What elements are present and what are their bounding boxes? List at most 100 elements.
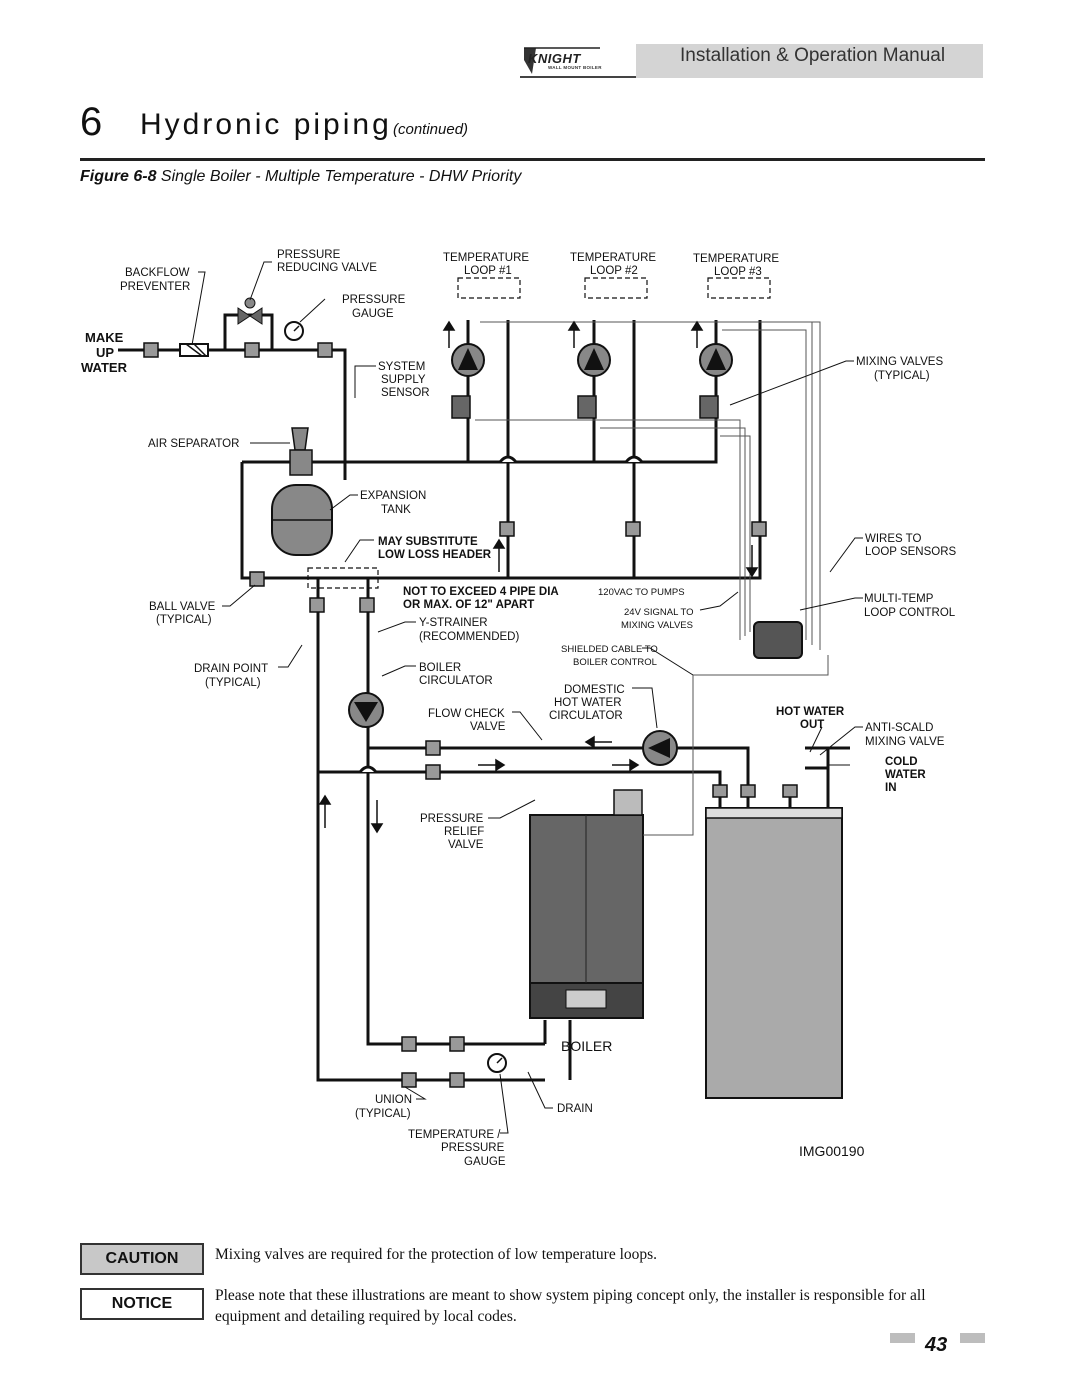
label-tpgauge-1: TEMPERATURE / — [408, 1129, 501, 1141]
label-tpgauge-2: PRESSURE — [441, 1142, 505, 1154]
label-wires-1: WIRES TO — [865, 533, 921, 545]
piping-diagram: PRESSURE REDUCING VALVE BACKFLOW PREVENT… — [81, 249, 957, 1168]
label-hotwater-1: HOT WATER — [776, 706, 845, 718]
label-24v-1: 24V SIGNAL TO — [624, 607, 694, 618]
page-number-bar-right — [960, 1333, 985, 1343]
caution-badge: CAUTION — [80, 1243, 204, 1275]
page-number-bar-left — [890, 1333, 915, 1343]
air-separator — [289, 427, 313, 476]
mixing-valves — [451, 395, 719, 419]
label-drain: DRAIN — [557, 1103, 593, 1115]
label-image-id: IMG00190 — [799, 1143, 865, 1159]
label-cold-3: IN — [885, 782, 897, 794]
leader-lines — [191, 261, 863, 1134]
label-exp-1: EXPANSION — [360, 490, 426, 502]
label-dhwcirc-2: HOT WATER — [554, 697, 622, 709]
manual-title: Installation & Operation Manual — [680, 45, 946, 66]
label-loop1-2: LOOP #1 — [464, 265, 512, 277]
label-mixing-2: (TYPICAL) — [874, 370, 930, 382]
label-loop2-1: TEMPERATURE — [570, 252, 656, 264]
label-antiscald-1: ANTI-SCALD — [865, 722, 933, 734]
label-tpgauge-3: GAUGE — [464, 1156, 506, 1168]
unions — [143, 342, 798, 1088]
label-multitemp-2: LOOP CONTROL — [864, 607, 956, 619]
label-flowcheck-2: VALVE — [470, 721, 506, 733]
label-exceed-1: NOT TO EXCEED 4 PIPE DIA — [403, 586, 559, 598]
label-mixing-1: MIXING VALVES — [856, 356, 943, 368]
label-sensor-1: SYSTEM — [378, 361, 425, 373]
label-dhwcirc-1: DOMESTIC — [564, 684, 625, 696]
label-loop3-1: TEMPERATURE — [693, 253, 779, 265]
label-prv-1: PRESSURE — [277, 249, 341, 261]
pipe-crossovers — [358, 455, 644, 773]
logo-subtext: WALL MOUNT BOILER — [548, 65, 602, 70]
chapter-title: Hydronic piping — [140, 108, 392, 141]
label-relief-1: PRESSURE — [420, 813, 484, 825]
page-number: 43 — [925, 1334, 948, 1356]
label-boiler: BOILER — [561, 1038, 612, 1054]
label-ystrainer-1: Y-STRAINER — [419, 617, 488, 629]
logo-text: KNIGHT — [528, 51, 581, 66]
label-loop2-2: LOOP #2 — [590, 265, 638, 277]
expansion-tank — [271, 484, 333, 556]
figure-label: Figure 6-8 — [80, 168, 157, 185]
label-boilercirc-2: CIRCULATOR — [419, 675, 493, 687]
backflow-preventer — [179, 343, 209, 357]
label-drainpoint-2: (TYPICAL) — [205, 677, 261, 689]
label-24v-2: MIXING VALVES — [621, 620, 693, 631]
loop-zones — [307, 277, 771, 589]
dhw-circulator — [642, 730, 678, 766]
notice-text: Please note that these illustrations are… — [215, 1287, 926, 1325]
pressure-reducing-valve — [237, 297, 263, 325]
label-gauge-2: GAUGE — [352, 308, 394, 320]
label-relief-3: VALVE — [448, 839, 484, 851]
label-union-2: (TYPICAL) — [355, 1108, 411, 1120]
label-cold-1: COLD — [885, 756, 918, 768]
label-maysub-1: MAY SUBSTITUTE — [378, 536, 478, 548]
figure-caption-text: Single Boiler - Multiple Temperature - D… — [160, 168, 522, 185]
label-boilercirc-1: BOILER — [419, 662, 461, 674]
label-loop1-1: TEMPERATURE — [443, 252, 529, 264]
label-ballvalve-2: (TYPICAL) — [156, 614, 212, 626]
multi-temp-loop-control — [753, 621, 803, 659]
flow-arrows — [318, 320, 759, 834]
label-loop3-2: LOOP #3 — [714, 266, 762, 278]
header-rule — [520, 76, 636, 78]
label-backflow-1: BACKFLOW — [125, 267, 190, 279]
label-antiscald-2: MIXING VALVE — [865, 736, 945, 748]
loop-pumps — [451, 343, 733, 377]
caution-text: Mixing valves are required for the prote… — [215, 1246, 658, 1263]
title-rule — [80, 158, 985, 161]
label-relief-2: RELIEF — [444, 826, 484, 838]
knight-logo — [524, 47, 600, 74]
label-flowcheck-1: FLOW CHECK — [428, 708, 505, 720]
label-120vac: 120VAC TO PUMPS — [598, 587, 685, 598]
label-cold-2: WATER — [885, 769, 926, 781]
label-wires-2: LOOP SENSORS — [865, 546, 957, 558]
label-makeup-3: WATER — [81, 360, 128, 375]
main-piping — [118, 313, 850, 1082]
chapter-continued: (continued) — [393, 121, 469, 138]
label-union-1: UNION — [375, 1094, 412, 1106]
boiler-circulator — [348, 692, 384, 728]
label-air-separator: AIR SEPARATOR — [148, 438, 239, 450]
pressure-gauge — [284, 321, 507, 1073]
dhw-tank — [705, 807, 843, 1099]
header-bar — [636, 44, 983, 78]
chapter-number: 6 — [80, 100, 103, 144]
label-shielded-2: BOILER CONTROL — [573, 657, 657, 668]
label-sensor-3: SENSOR — [381, 387, 430, 399]
label-backflow-2: PREVENTER — [120, 281, 190, 293]
label-multitemp-1: MULTI-TEMP — [864, 593, 934, 605]
notice-badge: NOTICE — [80, 1288, 204, 1320]
label-makeup-1: MAKE — [85, 330, 124, 345]
label-exp-2: TANK — [381, 504, 411, 516]
label-sensor-2: SUPPLY — [381, 374, 426, 386]
control-wiring — [475, 321, 829, 836]
figure-caption: Figure 6-8 Single Boiler - Multiple Temp… — [80, 168, 521, 186]
label-dhwcirc-3: CIRCULATOR — [549, 710, 623, 722]
label-makeup-2: UP — [96, 345, 114, 360]
diagram-labels: PRESSURE REDUCING VALVE BACKFLOW PREVENT… — [81, 249, 957, 1168]
label-drainpoint-1: DRAIN POINT — [194, 663, 268, 675]
label-ystrainer-2: (RECOMMENDED) — [419, 631, 519, 643]
